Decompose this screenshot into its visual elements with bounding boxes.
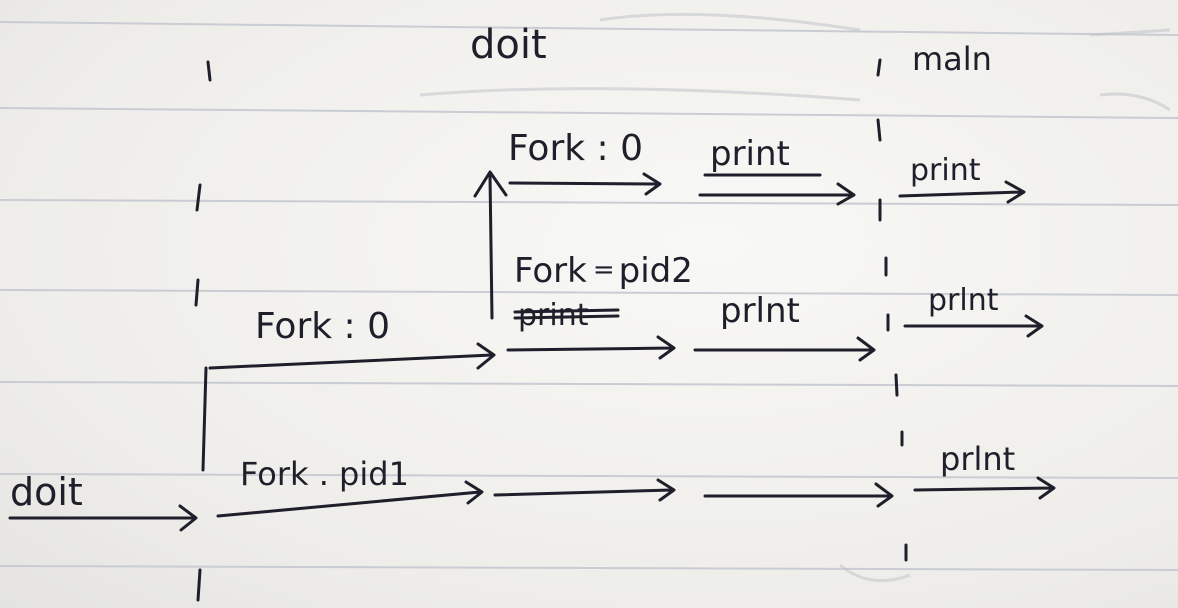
print-bottom-label: prlnt: [940, 440, 1015, 478]
left-vertical-ticks: [194, 60, 212, 602]
top-arrow-2: [698, 182, 856, 206]
rule-line: [0, 565, 1178, 571]
fork-pid2-dot: =: [593, 255, 615, 285]
rule-line: [0, 21, 1178, 36]
bottom-arrow-3: [703, 482, 894, 508]
top-main-label: maln: [912, 40, 992, 78]
rule-line: [0, 289, 1178, 296]
fork-zero-mid-arrow: [208, 342, 496, 370]
bleed-through-marks: [419, 12, 1171, 583]
doit-arrow: [8, 504, 198, 532]
top-arrow-3: [898, 180, 1026, 204]
print-mid-2-label: prlnt: [928, 283, 999, 318]
bottom-arrow-4: [913, 476, 1056, 500]
rule-line: [0, 473, 1178, 479]
fork-zero-mid-label: Fork : 0: [255, 306, 390, 347]
fork-pid2-label: Fork=pid2: [514, 251, 693, 291]
fork-pid2-fork: Fork: [514, 251, 587, 291]
fork-pid2-suffix: pid2: [619, 251, 693, 291]
fork-zero-top-label: Fork : 0: [508, 128, 643, 169]
mid-arrow-2: [693, 336, 876, 362]
fork-pid1-label: Fork . pid1: [240, 455, 409, 493]
top-doit-label: doit: [470, 22, 547, 68]
mid-arrow-3: [903, 314, 1044, 338]
mid-arrow-1: [506, 335, 676, 360]
doit-left-label: doit: [10, 470, 83, 514]
crossed-print-strike: [513, 308, 620, 320]
rule-line: [0, 381, 1178, 387]
bottom-arrow-1: [216, 480, 484, 518]
top-arrow-1: [508, 172, 662, 196]
branch-up-line: [488, 173, 494, 320]
right-vertical-ticks: [876, 58, 908, 562]
rule-line: [0, 199, 1178, 206]
bottom-arrow-2: [493, 478, 676, 502]
print-top-2-label: print: [910, 153, 981, 188]
rule-line: [0, 107, 1178, 119]
print-top-1-label: print: [710, 134, 790, 174]
print-mid-1-label: prlnt: [720, 291, 800, 331]
branch-up-arrowhead: [473, 170, 508, 198]
